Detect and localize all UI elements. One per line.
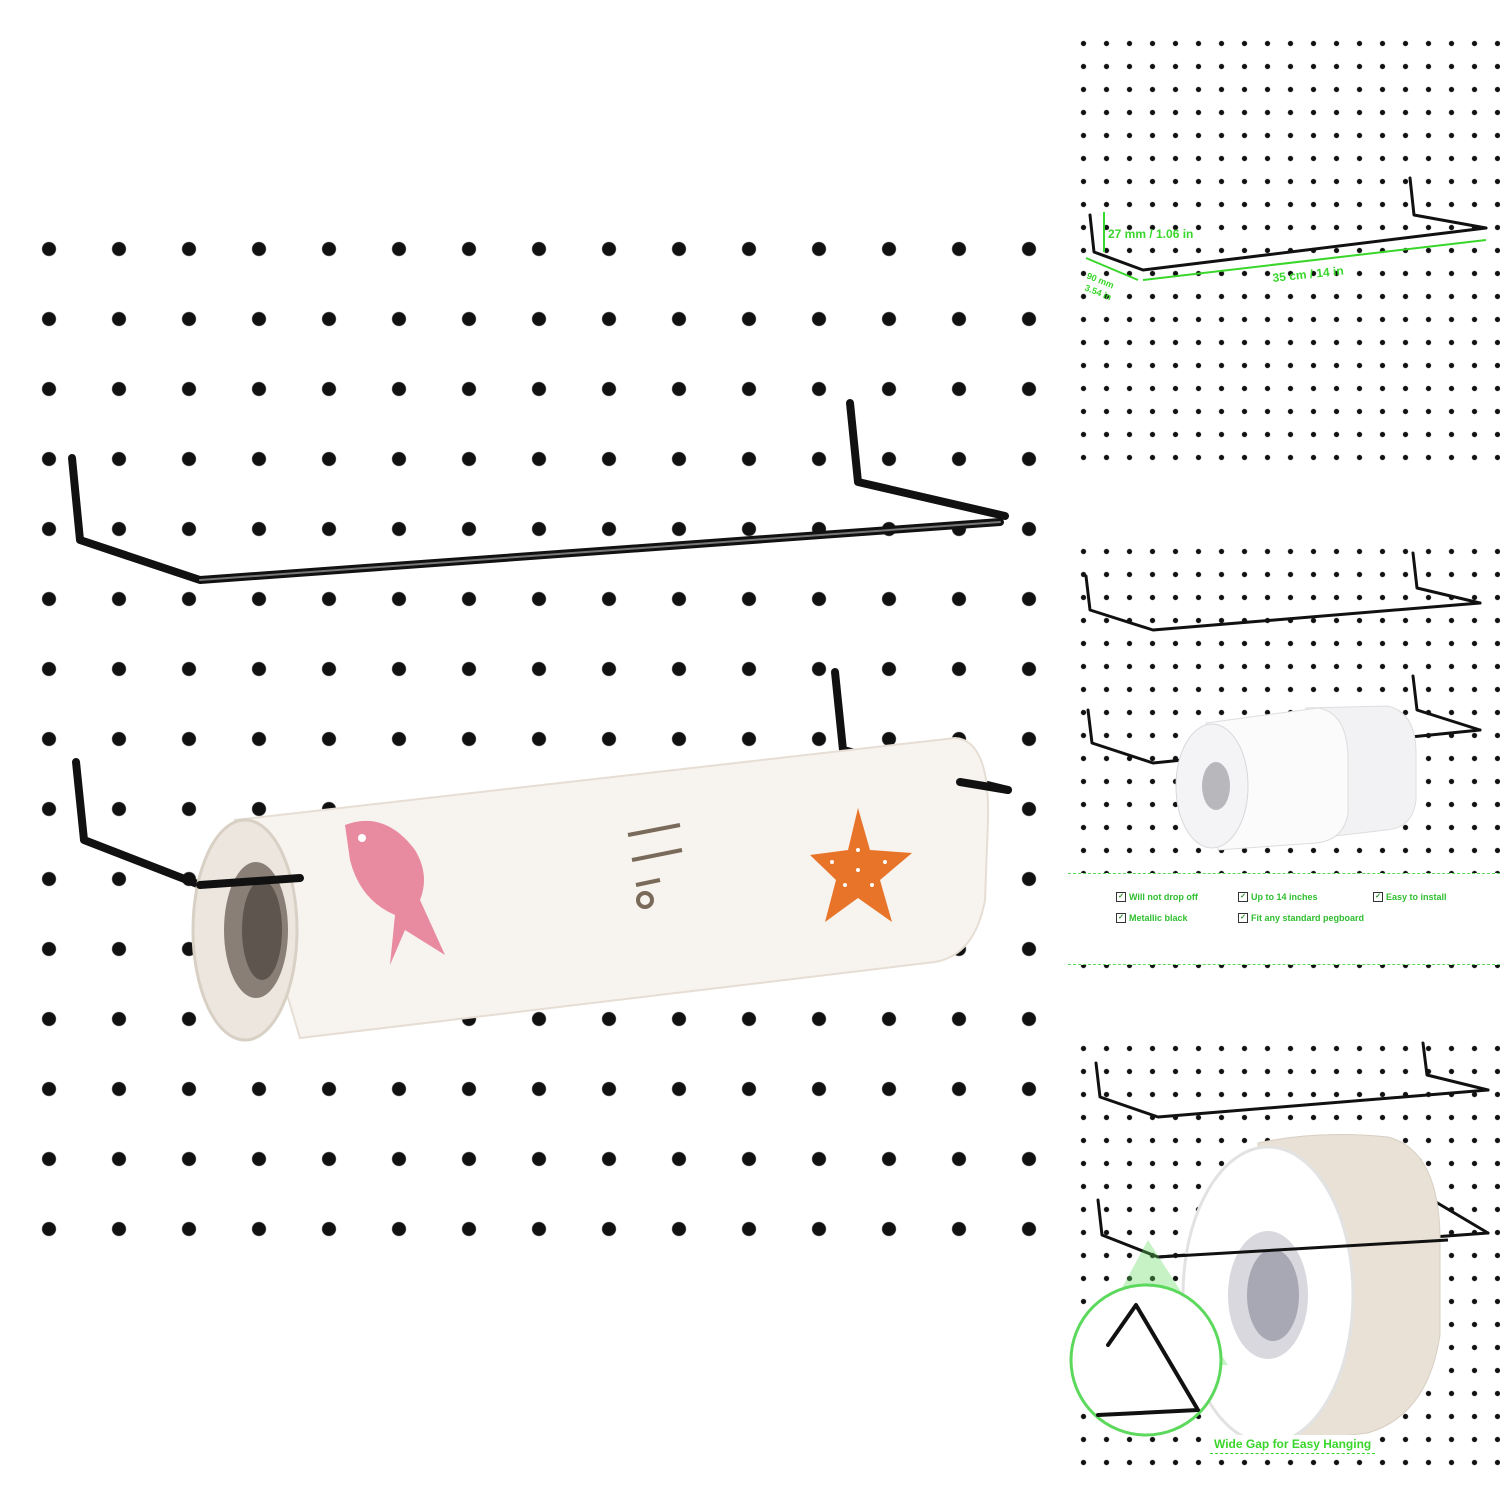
check-icon: ✓	[1373, 892, 1383, 902]
check-icon: ✓	[1116, 913, 1126, 923]
check-icon: ✓	[1116, 892, 1126, 902]
check-icon: ✓	[1238, 892, 1248, 902]
feature-item: ✓Up to 14 inches	[1238, 892, 1318, 902]
holder-outline-upper	[1094, 1041, 1490, 1119]
jumbo-toilet-paper-roll	[1157, 1134, 1449, 1445]
dimensions-illustration: 27 mm / 1.06 in 35 cm / 14 in 90 mm 3.54…	[1083, 176, 1488, 302]
main-product-panel	[0, 210, 1060, 1290]
feature-item: ✓Fit any standard pegboard	[1238, 913, 1364, 923]
magnifier-callout	[1069, 1240, 1228, 1437]
main-illustration	[68, 399, 1012, 1042]
wide-gap-label: Wide Gap for Easy Hanging	[1210, 1435, 1376, 1454]
dimensions-panel: 27 mm / 1.06 in 35 cm / 14 in 90 mm 3.54…	[1068, 30, 1500, 465]
dimension-arrows	[1085, 212, 1487, 281]
features-panel: ✓Will not drop off ✓Up to 14 inches ✓Eas…	[1068, 538, 1500, 970]
utensils-print	[627, 823, 683, 909]
wide-gap-panel: Wide Gap for Easy Hanging	[1068, 1035, 1500, 1467]
paper-towel-roll	[191, 736, 1012, 1042]
fish-print	[345, 820, 445, 965]
check-icon: ✓	[1238, 913, 1248, 923]
paper-towel-holder-upper	[68, 399, 1009, 584]
feature-item: ✓Easy to install	[1373, 892, 1447, 902]
holder-outline-upper	[1084, 551, 1482, 632]
features-illustration	[1084, 551, 1482, 851]
feature-item: ✓Metallic black	[1116, 913, 1188, 923]
feature-item: ✓Will not drop off	[1116, 892, 1198, 902]
toilet-paper-rolls	[1175, 705, 1417, 851]
height-dimension-label: 27 mm / 1.06 in	[1108, 227, 1193, 241]
holder-outline	[1088, 176, 1488, 272]
wide-gap-illustration	[1069, 1041, 1490, 1445]
features-list: ✓Will not drop off ✓Up to 14 inches ✓Eas…	[1068, 873, 1500, 965]
length-dimension-label: 35 cm / 14 in	[1272, 264, 1344, 285]
starfish-print	[810, 808, 912, 922]
